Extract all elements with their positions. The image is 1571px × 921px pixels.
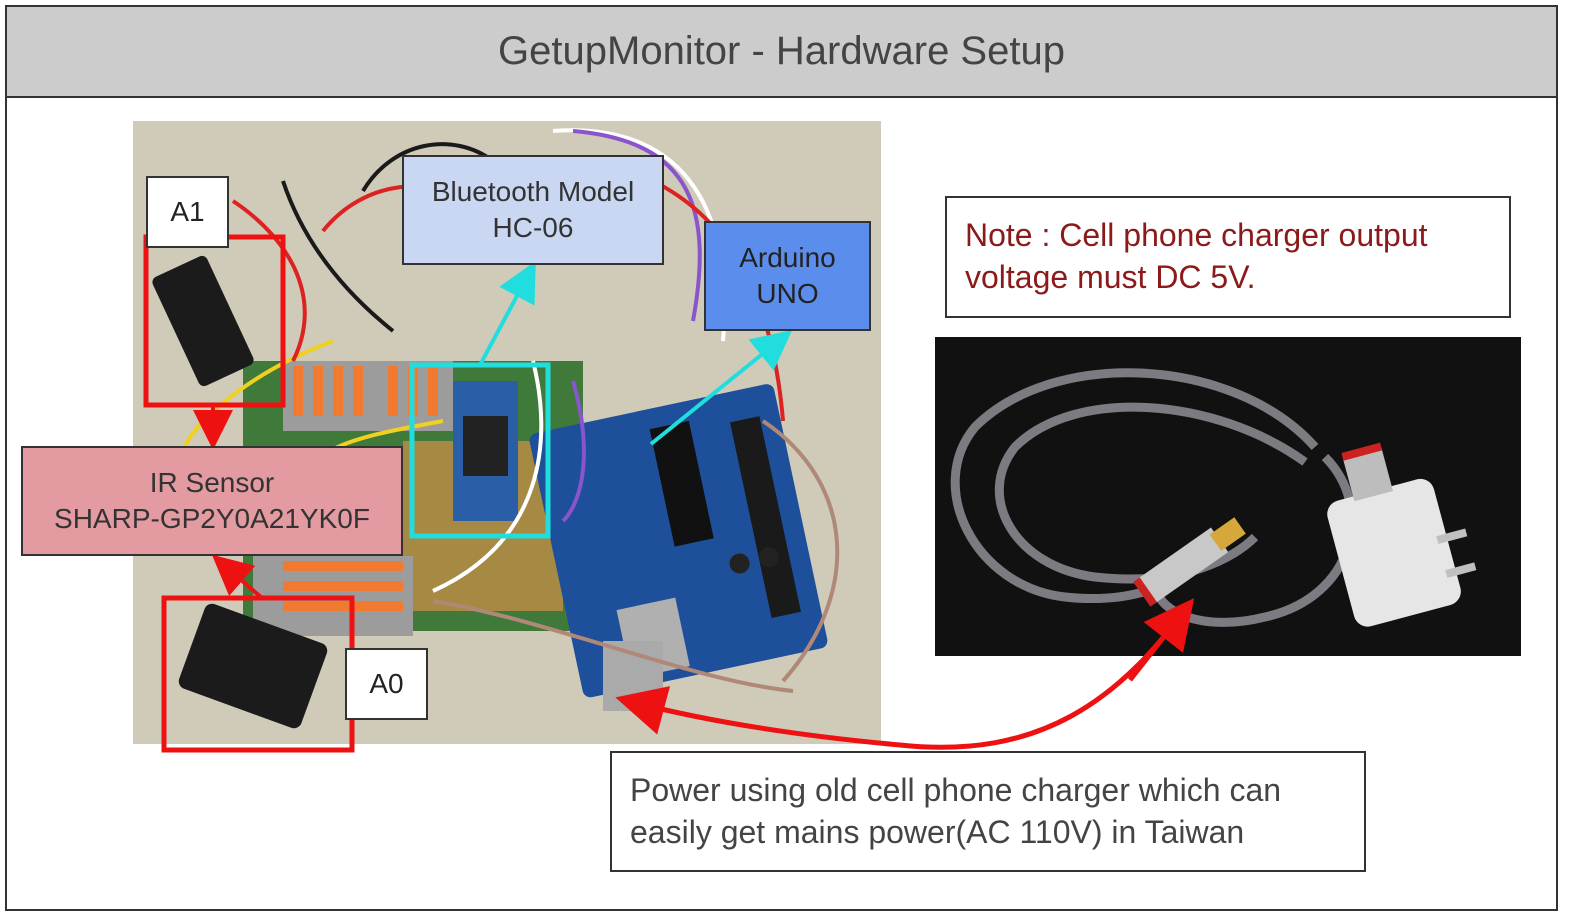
arduino-label: Arduino UNO bbox=[704, 221, 871, 331]
ir-sensor-label: IR Sensor SHARP-GP2Y0A21YK0F bbox=[21, 446, 403, 556]
charger-photo-drawing bbox=[935, 337, 1521, 656]
a0-label: A0 bbox=[345, 648, 428, 720]
bluetooth-label: Bluetooth Model HC-06 bbox=[402, 155, 664, 265]
power-label: Power using old cell phone charger which… bbox=[610, 751, 1366, 872]
note-label: Note : Cell phone charger output voltage… bbox=[945, 196, 1511, 318]
a1-label: A1 bbox=[146, 176, 229, 248]
page-title: GetupMonitor - Hardware Setup bbox=[5, 5, 1558, 98]
charger-photo bbox=[935, 337, 1521, 656]
